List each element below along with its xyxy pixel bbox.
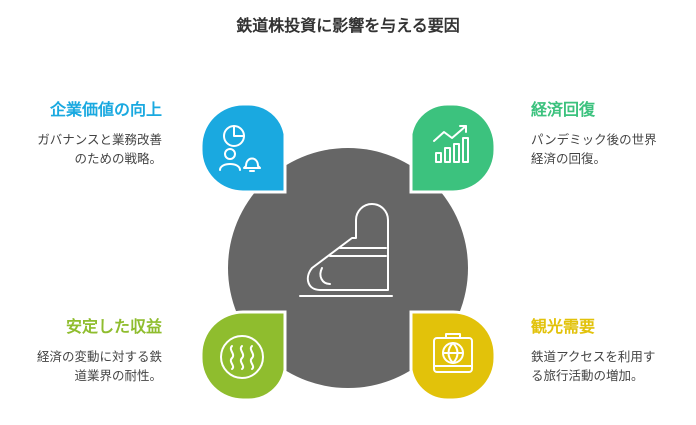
desc-line: 経済の回復。: [531, 151, 607, 166]
desc-line: 経済の変動に対する鉄: [36, 349, 162, 364]
factor-desc-economy: パンデミック後の世界 経済の回復。: [531, 130, 657, 168]
growth-chart-icon: [433, 125, 469, 163]
factor-desc-governance: ガバナンスと業務改善 のための戦略。: [37, 130, 162, 168]
factor-title-governance: 企業価値の向上: [49, 100, 162, 119]
factor-title-revenue: 安定した収益: [65, 317, 162, 336]
factor-title-economy: 経済回復: [531, 100, 596, 119]
center-circle: [228, 148, 468, 388]
heat-waves-icon: [220, 335, 264, 379]
desc-line: 鉄道アクセスを利用す: [531, 349, 656, 364]
page-title: 鉄道株投資に影響を与える要因: [236, 16, 460, 35]
desc-line: パンデミック後の世界: [531, 132, 657, 147]
desc-line: ガバナンスと業務改善: [37, 132, 162, 147]
factor-title-tourism: 観光需要: [531, 317, 596, 336]
desc-line: 道業界の耐性。: [74, 368, 162, 383]
petal-bottom-right: [409, 310, 497, 402]
factor-desc-tourism: 鉄道アクセスを利用す る旅行活動の増加。: [531, 347, 655, 385]
petal-top-left: [199, 102, 287, 194]
globe-suitcase-icon: [433, 333, 473, 373]
chart-person-bell-icon: [219, 125, 261, 172]
train-icon: [299, 203, 393, 297]
desc-line: る旅行活動の増加。: [531, 368, 644, 383]
desc-line: のための戦略。: [74, 151, 162, 166]
factor-desc-revenue: 経済の変動に対する鉄 道業界の耐性。: [37, 347, 162, 385]
